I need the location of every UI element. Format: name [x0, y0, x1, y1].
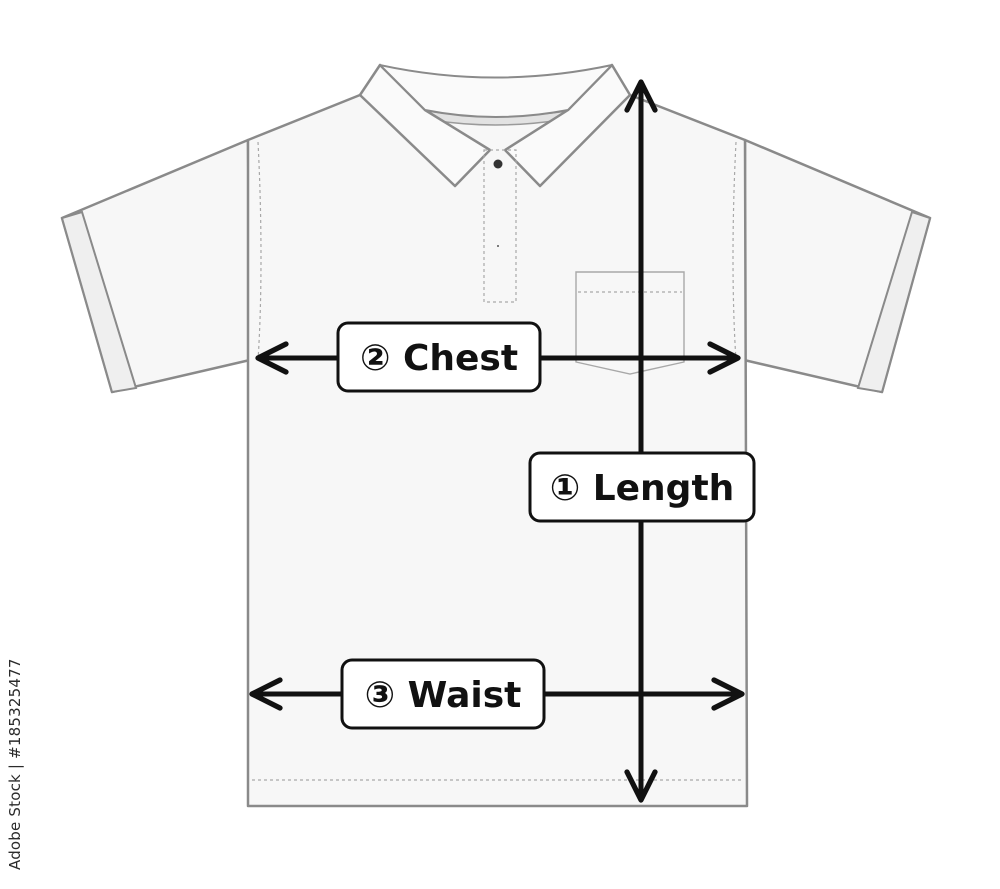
button [493, 159, 503, 169]
right-sleeve-cuff [856, 210, 932, 394]
collar-band [379, 64, 613, 118]
length-label-text: ① Length [550, 468, 735, 509]
polo-shirt [60, 63, 932, 808]
length-label-box [528, 451, 756, 523]
waist-label-box [340, 658, 546, 730]
left-armhole-stitch [257, 141, 262, 361]
placket [483, 149, 517, 303]
right-armhole-stitch [732, 141, 737, 361]
left-sleeve-cuff [60, 210, 138, 394]
chest-label: ② Chest [336, 321, 542, 393]
chest-label-text: ② Chest [360, 338, 518, 379]
stock-id-watermark: Adobe Stock | #185325477 [6, 658, 24, 870]
waist-label-text: ③ Waist [365, 675, 522, 716]
length-label: ① Length [528, 451, 756, 523]
buttonhole [497, 245, 499, 247]
chest-label-box [336, 321, 542, 393]
waist-label: ③ Waist [340, 658, 546, 730]
